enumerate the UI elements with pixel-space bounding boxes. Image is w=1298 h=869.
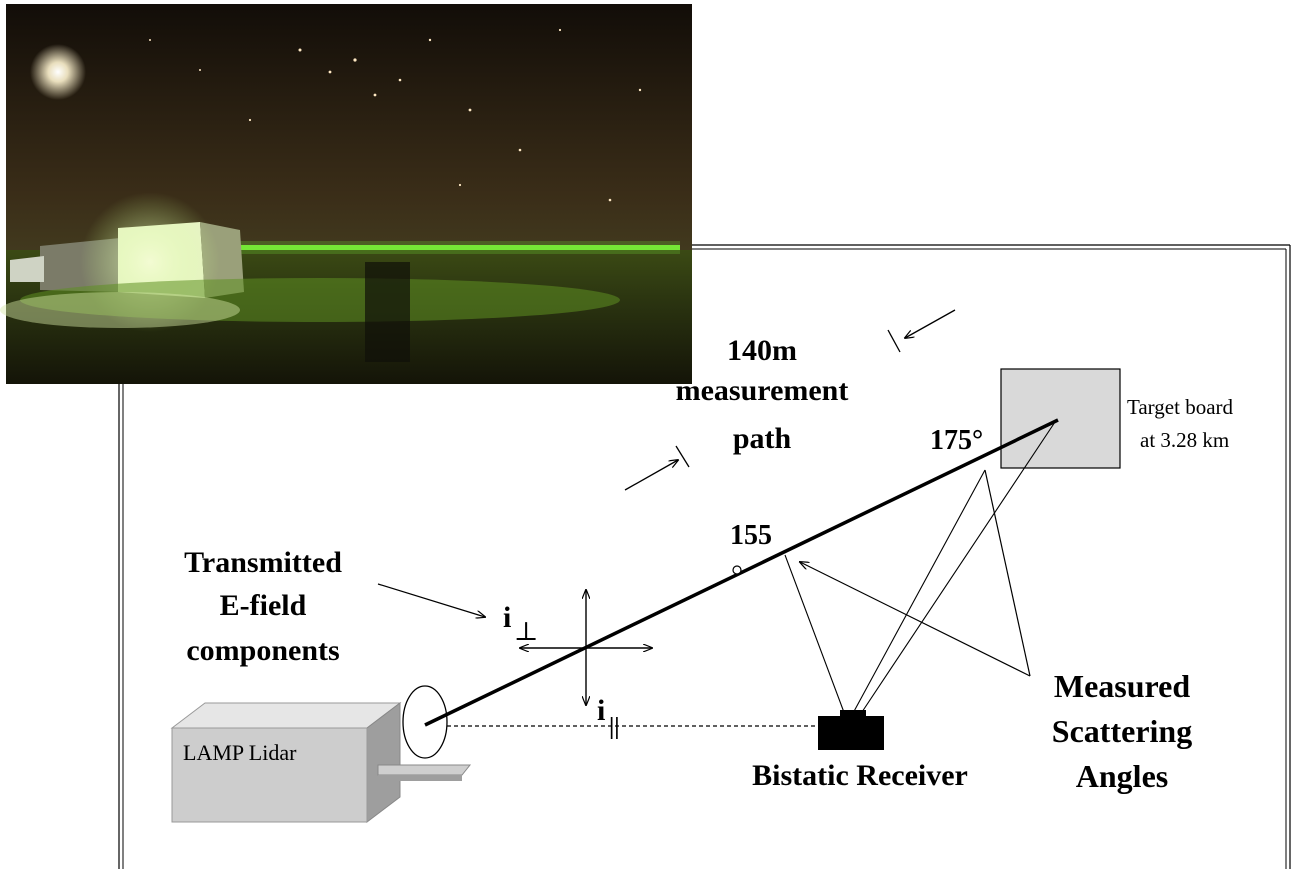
angle-175-label: 175°: [930, 425, 983, 456]
scattering-label-line3: Angles: [1076, 758, 1168, 794]
lidar-aperture: [402, 685, 448, 759]
angle-155-label: 155: [730, 520, 772, 551]
efield-label: Transmitted E-field components: [184, 546, 342, 667]
scatter-pointer-line: [984, 469, 1031, 677]
laser-beam: [240, 245, 680, 250]
target-label-line1: Target board: [1127, 395, 1234, 419]
tick-lower: [675, 445, 690, 468]
path-label: 140m measurement path: [676, 334, 849, 455]
stars: [149, 28, 642, 202]
scattering-label: Measured Scattering Angles: [1052, 668, 1192, 794]
efield-pointer-arrow: [377, 583, 485, 617]
arrow-lower: [624, 460, 678, 491]
tick-upper: [887, 329, 901, 353]
i-perp-label: i: [503, 601, 511, 634]
receiver-label: Bistatic Receiver: [752, 759, 968, 792]
path-label-line2: measurement: [676, 374, 849, 407]
target-board: [1000, 368, 1121, 469]
scattering-label-line2: Scattering: [1052, 713, 1192, 749]
arrow-upper: [905, 309, 956, 338]
efield-label-line1: Transmitted: [184, 546, 342, 579]
person-silhouette: [365, 262, 410, 362]
scattering-lines: [784, 421, 1056, 716]
i-perp-subscript: ⊥: [514, 617, 538, 646]
point-155-marker: [732, 565, 742, 575]
scatter-pointer-arrow: [800, 562, 1031, 677]
night-lidar-photo: [0, 4, 692, 384]
moon-glow: [30, 44, 86, 100]
target-label-line2: at 3.28 km: [1140, 428, 1229, 452]
diagram-frame: [118, 244, 1291, 869]
i-par-subscript: ||: [609, 714, 620, 740]
bistatic-receiver-icon: [818, 710, 884, 750]
scattering-label-line1: Measured: [1054, 668, 1190, 704]
lamp-lidar-box: [170, 685, 472, 824]
path-label-line3: path: [733, 422, 792, 455]
path-arrows: [624, 309, 956, 491]
i-par-label: i: [597, 694, 605, 727]
efield-cross: [520, 590, 652, 705]
lidar-label: LAMP Lidar: [183, 740, 297, 765]
efield-label-line2: E-field: [220, 589, 307, 622]
path-label-line1: 140m: [727, 334, 797, 367]
efield-label-line3: components: [186, 634, 339, 667]
laser-path-line: [424, 418, 1059, 727]
